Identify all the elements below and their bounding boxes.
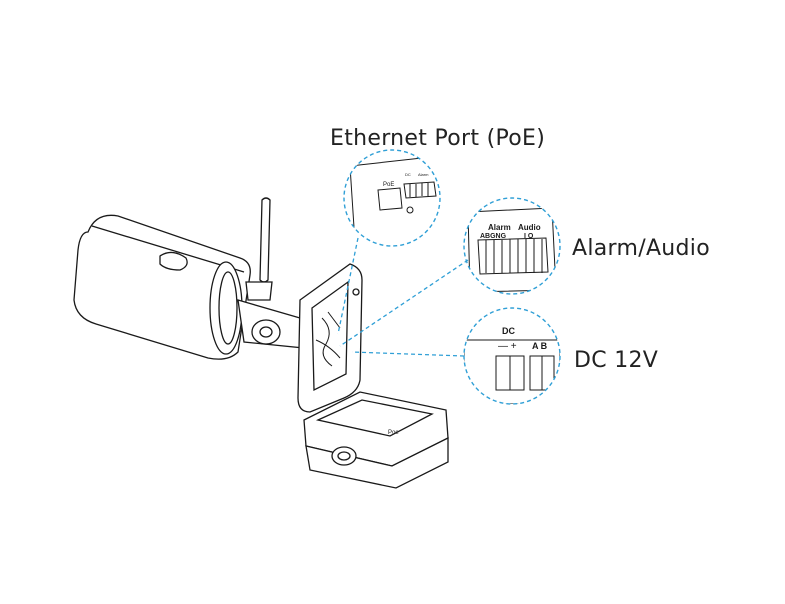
camera-sunshield-edge <box>91 225 245 273</box>
zoom-ethernet: PoE DC Alarm <box>343 149 441 247</box>
zoom-dc: DC — + A B <box>463 307 561 405</box>
zoom-alarm-label: Alarm <box>488 223 511 232</box>
zoom-alarm-terminal <box>477 237 549 275</box>
zoom-eth-terminal <box>403 181 437 199</box>
mount-bracket <box>237 299 305 349</box>
zoom-dc-ring <box>463 307 561 405</box>
zoom-eth-poe-text: PoE <box>383 182 394 188</box>
zoom-alarm-ring <box>463 197 561 295</box>
junction-box-port-inner <box>337 451 351 461</box>
zoom-eth-alarm-text: Alarm <box>418 172 429 177</box>
antenna-rod <box>259 197 271 283</box>
wall-plate-outline <box>297 263 363 413</box>
zoom-eth-ring <box>343 149 441 247</box>
zoom-dc-polarity: — + <box>498 341 517 352</box>
camera-body <box>73 214 251 360</box>
label-ethernet-port: Ethernet Port (PoE) <box>330 126 546 151</box>
zoom-audio-pins: I O <box>524 233 534 240</box>
leader-lines <box>337 237 469 357</box>
antenna-base <box>245 281 273 301</box>
wall-plate-wiring <box>315 311 341 367</box>
zoom-eth-dc-text: DC <box>405 172 411 177</box>
zoom-dc-ab: A B <box>532 341 548 351</box>
wall-plate-screw <box>352 288 360 296</box>
junction-box-label: Poe <box>388 430 399 436</box>
wall-plate-inner <box>311 280 349 392</box>
bracket-joint-inner <box>259 326 273 338</box>
zoom-dc-label: DC <box>502 326 515 336</box>
label-alarm-audio: Alarm/Audio <box>572 236 710 261</box>
leader-dc <box>351 351 465 357</box>
antenna <box>245 197 273 301</box>
camera-housing <box>73 214 251 360</box>
zoom-eth-led <box>406 206 414 214</box>
junction-box-body <box>305 436 449 489</box>
camera-top-knob <box>159 251 188 271</box>
junction-box: Poe <box>303 391 449 489</box>
zoom-alarm-pins: ABGNG <box>480 233 507 240</box>
label-dc-12v: DC 12V <box>574 348 659 373</box>
junction-box-top-opening <box>315 399 434 437</box>
zoom-alarm: Alarm Audio ABGNG I O <box>463 197 561 295</box>
wall-plate <box>297 263 363 413</box>
camera-front-inner <box>218 271 238 345</box>
leader-alarm <box>339 259 469 347</box>
leader-ethernet <box>337 237 359 335</box>
zoom-eth-connector <box>377 187 403 211</box>
zoom-audio-label: Audio <box>518 223 541 232</box>
